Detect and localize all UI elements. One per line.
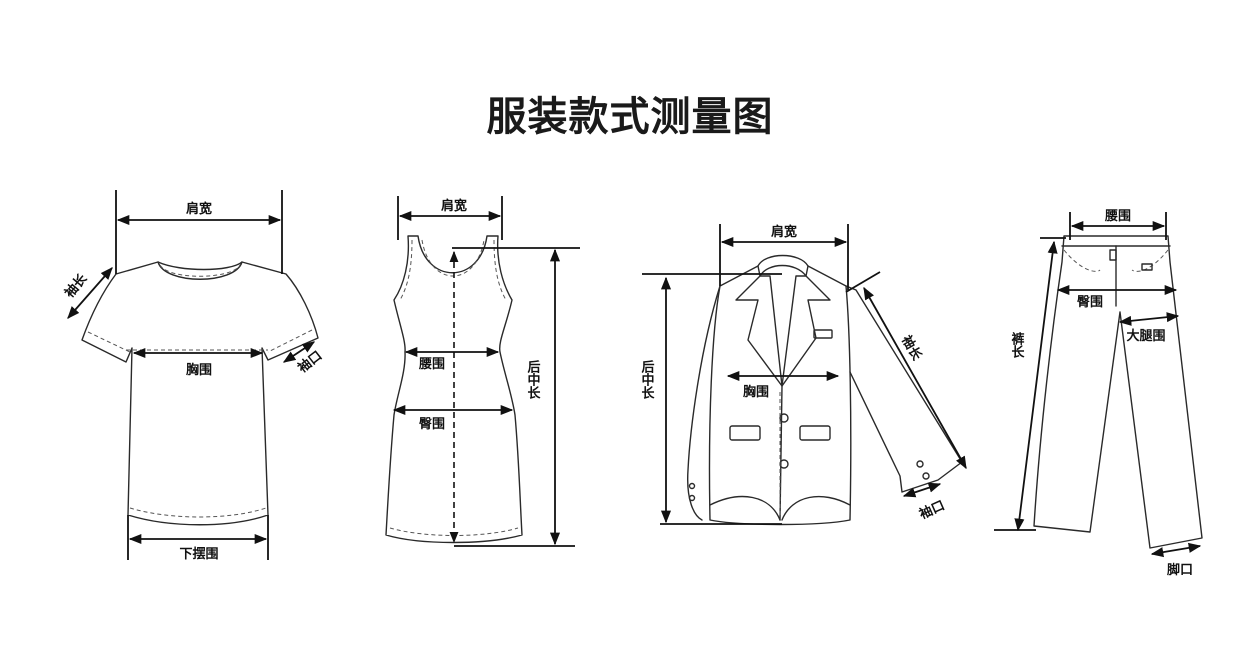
- tshirt-shoulder-label: 肩宽: [186, 201, 212, 217]
- pants-leg-opening-label: 脚口: [1167, 562, 1193, 578]
- dress-waist-label: 腰围: [418, 357, 445, 372]
- jacket-sleeve-arrow: [863, 286, 967, 470]
- jacket-length-label: 后中长: [639, 359, 655, 400]
- pants-leg-opening-arrow: [1150, 542, 1202, 558]
- jacket-sleeve-label: 袖长: [898, 333, 925, 364]
- pants-length-label: 裤长: [1009, 331, 1026, 359]
- tshirt-cuff-arrow: [282, 341, 316, 363]
- page-title: 服装款式测量图: [486, 94, 774, 140]
- dress-shoulder-label: 肩宽: [441, 198, 467, 214]
- jacket-cuff-label: 袖口: [917, 497, 947, 522]
- pants-thigh-label: 大腿围: [1126, 328, 1165, 344]
- pants-outline: [1033, 235, 1203, 549]
- jacket-right-hem: [781, 495, 851, 521]
- dress-length-label: 后中长: [525, 359, 541, 400]
- jacket-shoulder-label: 肩宽: [771, 224, 797, 240]
- jacket-left-hem: [709, 495, 781, 521]
- jacket-cuff-arrow: [902, 482, 942, 498]
- tshirt-neckline: [157, 261, 243, 280]
- jacket-collar: [757, 254, 809, 277]
- tshirt-chest-label: 胸围: [186, 362, 212, 378]
- dress-figure: [385, 196, 580, 547]
- tshirt-hem-label: 下摆围: [179, 546, 218, 562]
- tshirt-sleeve-arrow: [67, 267, 113, 319]
- jacket-figure: [642, 224, 963, 526]
- pants-hip-label: 臀围: [1077, 295, 1103, 310]
- jacket-left-lapel: [735, 275, 783, 387]
- pants-figure: [994, 212, 1203, 549]
- tshirt-outline: [81, 261, 319, 526]
- jacket-right-lapel: [781, 275, 831, 387]
- jacket-right-sleeve: [845, 285, 963, 493]
- pants-length-arrow: [1014, 240, 1058, 532]
- jacket-left-sleeve: [686, 285, 721, 521]
- pants-waist-label: 腰围: [1104, 209, 1131, 224]
- jacket-chest-label: 胸围: [743, 384, 769, 400]
- dress-hip-label: 臀围: [419, 417, 445, 432]
- pants-thigh-arrow: [1118, 312, 1180, 326]
